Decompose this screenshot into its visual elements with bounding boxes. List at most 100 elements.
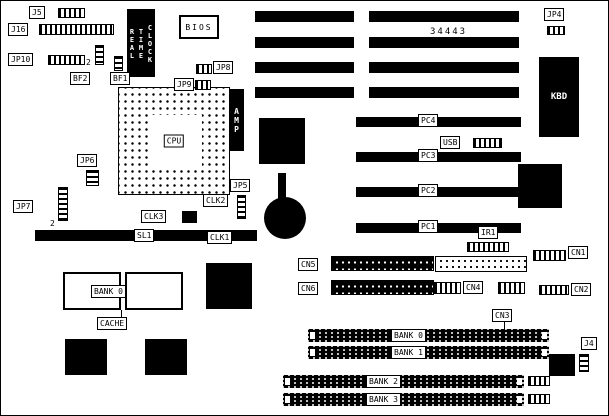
cache-sram-chip-2 (125, 272, 183, 310)
pin2-marker-bf2: 2 (86, 58, 91, 67)
real-time-clock-chip: REAL TIME CLOCK (127, 9, 155, 77)
simm-slot-bank3 (283, 393, 524, 406)
label-j4: J4 (581, 337, 597, 350)
simm-end-cap (542, 332, 547, 339)
j5-pin-header (58, 8, 85, 18)
jp9-pin-header (195, 80, 211, 90)
label-ir1: IR1 (478, 226, 499, 239)
label-bank0: BANK 0 (391, 329, 426, 342)
jp8-pin-header (196, 64, 212, 74)
label-jp7: JP7 (13, 200, 34, 213)
ir1-pin-header (467, 242, 509, 252)
label-sl1: SL1 (134, 229, 155, 242)
j4-pin-header (579, 354, 589, 372)
label-jp6: JP6 (77, 154, 98, 167)
label-bank2: BANK 2 (366, 375, 401, 388)
simm-slot-bank2 (283, 375, 524, 388)
label-clk2: CLK2 (203, 194, 229, 207)
controller-chip-c (206, 263, 252, 309)
label-clk1: CLK1 (207, 231, 233, 244)
label-j16: J16 (8, 23, 29, 36)
clk3-chip (182, 211, 197, 223)
label-pc1: PC1 (418, 220, 439, 233)
label-pc2: PC2 (418, 184, 439, 197)
label-cache: CACHE (97, 317, 128, 330)
isa-slot-3-right (369, 62, 519, 73)
label-pc3: PC3 (418, 149, 439, 162)
simm-end-cap (542, 349, 547, 356)
label-cn2: CN2 (571, 283, 592, 296)
simm-end-cap (285, 378, 290, 385)
battery-jumper (278, 173, 286, 199)
label-cpu: CPU (163, 134, 185, 148)
isa-slot-3-left (255, 62, 354, 73)
label-bf2: BF2 (70, 72, 91, 85)
isa-area-code: 34443 (429, 27, 469, 37)
controller-chip-b (518, 164, 562, 208)
bios-chip: BIOS (179, 15, 219, 39)
cn4-pin-header-right (498, 282, 525, 294)
label-jp10: JP10 (8, 53, 34, 66)
cn2-pin-header (539, 285, 569, 295)
pci-slot-2 (356, 187, 521, 197)
label-bank3: BANK 3 (366, 393, 401, 406)
jp10-pin-header (48, 55, 85, 65)
controller-chip-d (65, 339, 107, 375)
cache-label-wire (121, 310, 122, 318)
pci-slot-3 (356, 152, 521, 162)
isa-slot-2-left (255, 37, 354, 48)
controller-chip-f (549, 354, 575, 376)
label-jp4: JP4 (544, 8, 565, 21)
bank3-side-header (528, 394, 550, 404)
simm-end-cap (310, 332, 315, 339)
label-j5: J5 (29, 6, 45, 19)
controller-chip-a (259, 118, 305, 164)
cn3-label-wire (504, 322, 505, 330)
isa-slot-1-left (255, 11, 354, 22)
label-jp8: JP8 (213, 61, 234, 74)
jp4-pin-header (547, 26, 565, 35)
j16-pin-header (39, 24, 114, 35)
pci-slot-1 (356, 223, 521, 233)
pin2-marker-jp7: 2 (50, 219, 55, 228)
bf2-jumper-header (95, 45, 104, 65)
pci-slot-4 (356, 117, 521, 127)
label-jp9: JP9 (174, 78, 195, 91)
cpu-socket: CPU (118, 87, 230, 195)
label-cn6: CN6 (298, 282, 319, 295)
label-cn4: CN4 (463, 281, 484, 294)
amp-chip: A M P (229, 89, 244, 151)
keyboard-connector: KBD (539, 57, 579, 137)
simm-end-cap (517, 378, 522, 385)
label-cn3: CN3 (492, 309, 513, 322)
label-jp5: JP5 (230, 179, 251, 192)
jp5-pin-header (237, 195, 246, 219)
cn5-connector (331, 256, 434, 271)
cn4-pin-header-left (434, 282, 461, 294)
isa-slot-4-right (369, 87, 519, 98)
label-clk3: CLK3 (141, 210, 167, 223)
label-cn1: CN1 (568, 246, 589, 259)
label-cn5: CN5 (298, 258, 319, 271)
simm-end-cap (285, 396, 290, 403)
label-bank1: BANK 1 (391, 346, 426, 359)
cmos-battery (264, 197, 306, 239)
isa-slot-2-right (369, 37, 519, 48)
cn6-connector (331, 280, 434, 295)
label-pc4: PC4 (418, 114, 439, 127)
label-cache-bank0: BANK 0 (91, 285, 126, 298)
bf1-jumper-header (114, 56, 123, 71)
cn4-pin-array (435, 256, 527, 272)
label-bf1: BF1 (110, 72, 131, 85)
bank2-side-header (528, 376, 550, 386)
simm-end-cap (310, 349, 315, 356)
jp7-pin-header (58, 187, 68, 221)
simm-slot-bank0 (308, 329, 549, 342)
isa-slot-4-left (255, 87, 354, 98)
controller-chip-e (145, 339, 187, 375)
isa-slot-1-right (369, 11, 519, 22)
simm-slot-bank1 (308, 346, 549, 359)
cn1-pin-header (533, 250, 566, 261)
usb-pin-header (473, 138, 502, 148)
